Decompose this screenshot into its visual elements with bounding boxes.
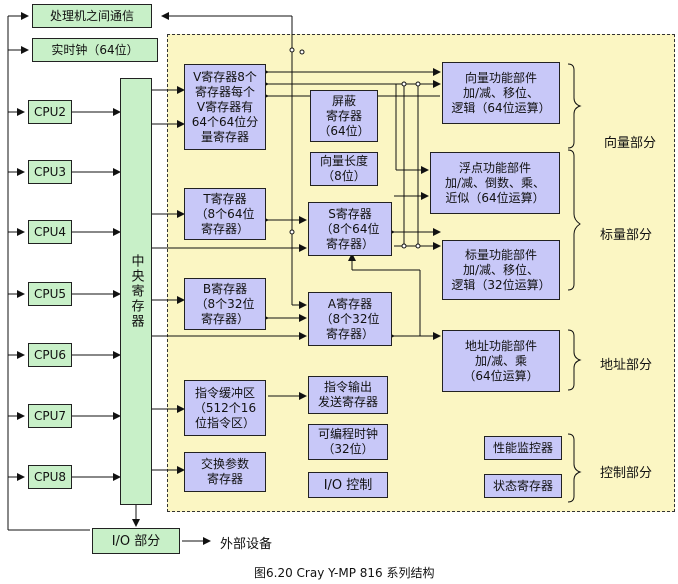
cpu2-box: CPU2 — [28, 100, 72, 124]
instruction-buffer-box: 指令缓冲区 （512个16 位指令区） — [184, 380, 266, 436]
mask-register-box: 屏蔽 寄存器 （64位） — [310, 90, 378, 142]
s-register-box: S寄存器 （8个64位 寄存器） — [308, 202, 392, 256]
a-register-box: A寄存器 （8个32位 寄存器） — [308, 292, 392, 346]
exchange-param-box: 交换参数 寄存器 — [184, 452, 266, 492]
external-device-label: 外部设备 — [220, 537, 273, 552]
cpu5-box: CPU5 — [28, 282, 72, 306]
io-section-box: I/O 部分 — [92, 528, 180, 554]
vector-length-box: 向量长度 （8位） — [310, 152, 378, 186]
cpu6-box: CPU6 — [28, 343, 72, 367]
programmable-clock-box: 可编程时钟 （32位） — [308, 424, 388, 460]
scalar-func-box: 标量功能部件 加/减、移位、 逻辑（32位运算） — [442, 240, 560, 300]
cpu3-box: CPU3 — [28, 160, 72, 184]
cpu8-box: CPU8 — [28, 465, 72, 489]
perf-monitor-box: 性能监控器 — [484, 436, 562, 460]
b-register-box: B寄存器 （8个32位 寄存器） — [184, 278, 266, 330]
status-register-box: 状态寄存器 — [484, 474, 562, 498]
address-func-box: 地址功能部件 加/减、乘 （64位运算） — [442, 330, 560, 392]
address-section-label: 地址部分 — [600, 358, 653, 373]
v-register-box: V寄存器8个 寄存器每个 V寄存器有 64个64位分 量寄存器 — [184, 64, 266, 150]
instruction-output-box: 指令输出 发送寄存器 — [308, 376, 388, 414]
scalar-section-label: 标量部分 — [600, 228, 653, 243]
t-register-box: T寄存器 （8个64位 寄存器） — [184, 188, 266, 240]
interprocessor-comm-box: 处理机之间通信 — [32, 4, 152, 28]
vector-func-box: 向量功能部件 加/减、移位、 逻辑（64位运算） — [442, 62, 560, 124]
cpu4-box: CPU4 — [28, 220, 72, 244]
control-section-label: 控制部分 — [600, 466, 653, 481]
io-control-box: I/O 控制 — [308, 472, 388, 498]
figure-caption: 图6.20 Cray Y-MP 816 系列结构 — [254, 566, 435, 580]
realtime-clock-box: 实时钟（64位） — [32, 38, 158, 62]
vector-section-label: 向量部分 — [604, 136, 657, 151]
cpu7-box: CPU7 — [28, 404, 72, 428]
float-func-box: 浮点功能部件 加/减、倒数、乘、 近似（64位运算） — [430, 152, 560, 214]
central-register-box: 中央寄存器 — [120, 78, 152, 505]
